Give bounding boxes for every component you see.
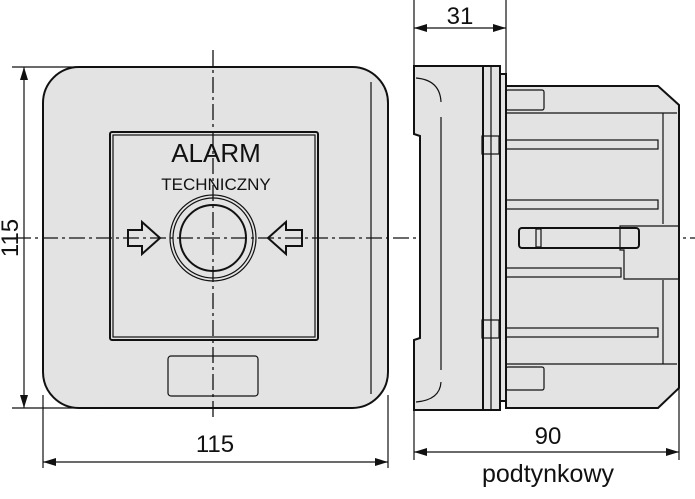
dim-height: 115 xyxy=(0,66,100,409)
dim-front-depth: 31 xyxy=(413,0,507,86)
label-main: ALARM xyxy=(171,138,261,168)
mounting-screw xyxy=(518,227,640,249)
dim-total-depth: 90 xyxy=(413,388,680,460)
dim-width: 115 xyxy=(42,395,389,468)
front-view: ALARM TECHNICZNY xyxy=(42,50,389,420)
dim-height-value: 115 xyxy=(0,219,24,257)
dim-front-depth-value: 31 xyxy=(447,3,474,30)
dim-width-value: 115 xyxy=(196,431,234,458)
dim-total-depth-value: 90 xyxy=(535,423,562,450)
label-panel-inner xyxy=(112,134,316,338)
label-sub: TECHNICZNY xyxy=(161,175,271,194)
side-flange xyxy=(413,65,484,411)
arrow-right-icon xyxy=(127,219,162,257)
mount-type-label: podtynkowy xyxy=(482,460,615,488)
arrow-left-icon xyxy=(266,219,303,257)
side-view xyxy=(413,65,680,411)
label-panel xyxy=(109,131,319,341)
